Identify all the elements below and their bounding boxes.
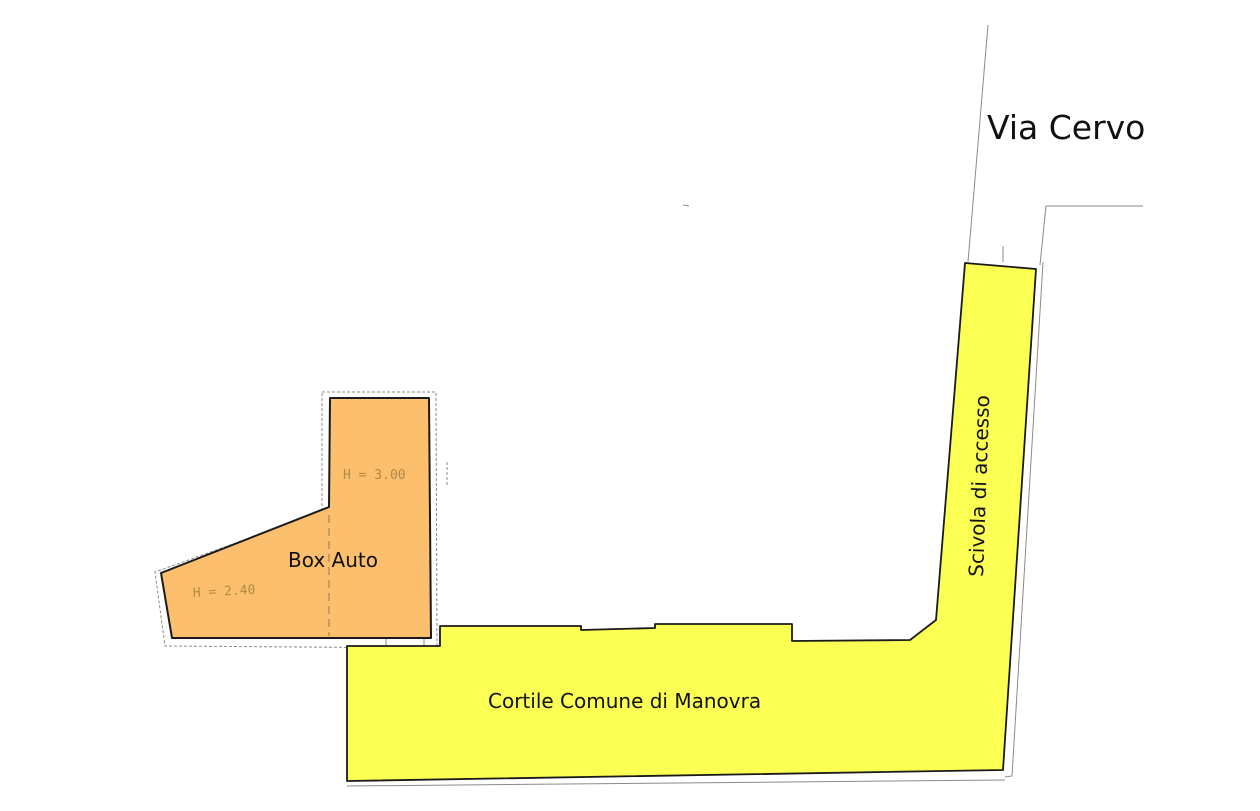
- street-edge-right: [1039, 205, 1143, 266]
- garage-outer-edge: [154, 391, 438, 649]
- courtyard-label: Cortile Comune di Manovra: [488, 689, 761, 713]
- street-edge-left: [967, 24, 989, 263]
- stray-mark: [682, 204, 690, 207]
- bottom-edge: [346, 779, 1006, 787]
- ramp-outer-edge: [1004, 261, 1044, 778]
- courtyard-area: [346, 262, 1037, 782]
- height-high-label: H = 3.00: [343, 468, 406, 483]
- height-low-label: H = 2.40: [192, 583, 255, 601]
- garage-area: [160, 397, 432, 639]
- garage-label: Box Auto: [288, 548, 378, 572]
- street-label: Via Cervo: [987, 108, 1145, 147]
